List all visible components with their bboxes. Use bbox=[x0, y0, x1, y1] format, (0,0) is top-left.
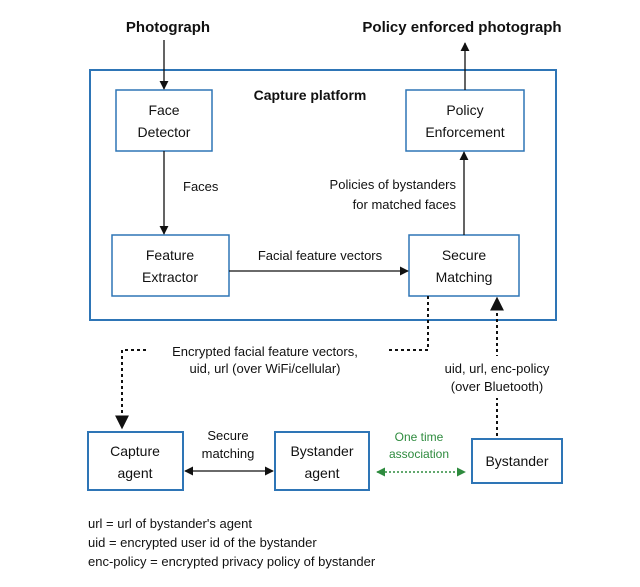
legend-enc-policy: enc-policy = encrypted privacy policy of… bbox=[88, 554, 376, 569]
bluetooth-label-2: (over Bluetooth) bbox=[451, 379, 544, 394]
policy-enforcement-label-1: Policy bbox=[446, 102, 483, 118]
faces-label: Faces bbox=[183, 179, 219, 194]
secure-matching-box bbox=[408, 234, 520, 297]
face-detector-label-2: Detector bbox=[138, 124, 191, 140]
encrypted-label-2: uid, url (over WiFi/cellular) bbox=[190, 361, 341, 376]
secure-matching-agents-label-2: matching bbox=[202, 446, 255, 461]
policy-enforcement-label-2: Enforcement bbox=[425, 124, 504, 140]
capture-agent-label-1: Capture bbox=[110, 443, 160, 459]
capture-platform-title: Capture platform bbox=[254, 87, 367, 103]
feature-extractor-box bbox=[111, 234, 230, 297]
feature-extractor-label-2: Extractor bbox=[142, 269, 198, 285]
facial-feature-vectors-label: Facial feature vectors bbox=[258, 248, 383, 263]
bystander-label: Bystander bbox=[485, 453, 548, 469]
secure-matching-label-1: Secure bbox=[442, 247, 487, 263]
legend: url = url of bystander's agent uid = enc… bbox=[88, 514, 375, 571]
legend-uid: uid = encrypted user id of the bystander bbox=[88, 535, 317, 550]
bluetooth-label-1: uid, url, enc-policy bbox=[445, 361, 550, 376]
bystander-agent-label-2: agent bbox=[304, 465, 339, 481]
encrypted-label-1: Encrypted facial feature vectors, bbox=[172, 344, 358, 359]
face-detector-box bbox=[115, 89, 213, 152]
secure-matching-agents-label-1: Secure bbox=[207, 428, 248, 443]
policies-label-2: for matched faces bbox=[353, 197, 457, 212]
bystander-box bbox=[471, 438, 563, 484]
bluetooth-label-bg bbox=[424, 356, 570, 398]
secure-matching-label-2: Matching bbox=[436, 269, 493, 285]
bystander-agent-label-1: Bystander bbox=[290, 443, 353, 459]
feature-extractor-label-1: Feature bbox=[146, 247, 194, 263]
capture-platform-container bbox=[89, 69, 557, 321]
photograph-label: Photograph bbox=[126, 19, 210, 36]
capture-agent-box bbox=[87, 431, 184, 491]
one-time-label-1: One time bbox=[395, 430, 444, 444]
encrypted-label-bg bbox=[146, 340, 388, 380]
policies-label-1: Policies of bystanders bbox=[330, 177, 457, 192]
capture-agent-label-2: agent bbox=[117, 465, 152, 481]
face-detector-label-1: Face bbox=[148, 102, 179, 118]
bystander-agent-box bbox=[274, 431, 370, 491]
one-time-label-2: association bbox=[389, 447, 449, 461]
legend-url: url = url of bystander's agent bbox=[88, 516, 252, 531]
policy-enforced-photograph-label: Policy enforced photograph bbox=[362, 19, 561, 36]
policy-enforcement-box bbox=[405, 89, 525, 152]
